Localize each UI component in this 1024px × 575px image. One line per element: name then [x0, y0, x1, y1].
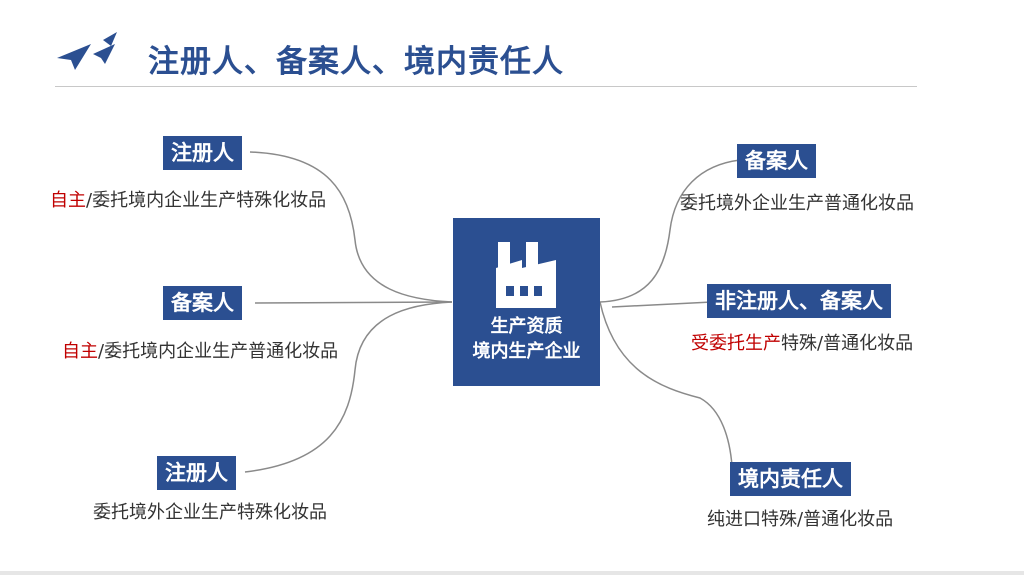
connector-right-2 [611, 301, 713, 308]
center-line1: 生产资质 [490, 316, 563, 337]
connector-left-2 [254, 301, 453, 304]
left-desc-3: 委托境外企业生产特殊化妆品 [93, 498, 327, 524]
right-tag-2: 非注册人、备案人 [707, 284, 891, 318]
desc-text: 纯进口特殊/普通化妆品 [707, 509, 894, 530]
connector-left-1 [249, 151, 453, 303]
desc-text: /委托境内企业生产普通化妆品 [98, 341, 339, 362]
desc-text: 委托境外企业生产普通化妆品 [680, 193, 914, 214]
desc-text: /委托境内企业生产特殊化妆品 [86, 190, 327, 211]
right-tag-3: 境内责任人 [730, 462, 851, 496]
left-tag-2: 备案人 [163, 286, 242, 320]
desc-text: 特殊/普通化妆品 [781, 333, 914, 354]
left-tag-3: 注册人 [157, 456, 236, 490]
connector-right-3 [599, 301, 733, 467]
desc-text: 委托境外企业生产特殊化妆品 [93, 502, 327, 523]
right-desc-3: 纯进口特殊/普通化妆品 [707, 505, 893, 531]
divider [55, 86, 917, 87]
desc-highlight: 自主 [50, 190, 86, 211]
desc-highlight: 受委托生产 [691, 333, 781, 354]
left-tag-1: 注册人 [163, 136, 242, 170]
right-desc-2: 受委托生产特殊/普通化妆品 [691, 329, 913, 355]
connector-left-3 [244, 301, 453, 473]
connector-right-1 [599, 159, 741, 303]
right-desc-1: 委托境外企业生产普通化妆品 [680, 189, 914, 215]
factory-icon [495, 242, 556, 308]
left-desc-1: 自主/委托境内企业生产特殊化妆品 [50, 186, 326, 212]
paper-planes-icon [57, 32, 117, 70]
bottom-bar [0, 571, 1024, 575]
left-desc-2: 自主/委托境内企业生产普通化妆品 [62, 337, 338, 363]
right-tag-1: 备案人 [737, 144, 816, 178]
desc-highlight: 自主 [62, 341, 98, 362]
page-title: 注册人、备案人、境内责任人 [148, 44, 564, 80]
center-node: 生产资质 境内生产企业 [453, 218, 600, 386]
center-line2: 境内生产企业 [472, 341, 581, 362]
